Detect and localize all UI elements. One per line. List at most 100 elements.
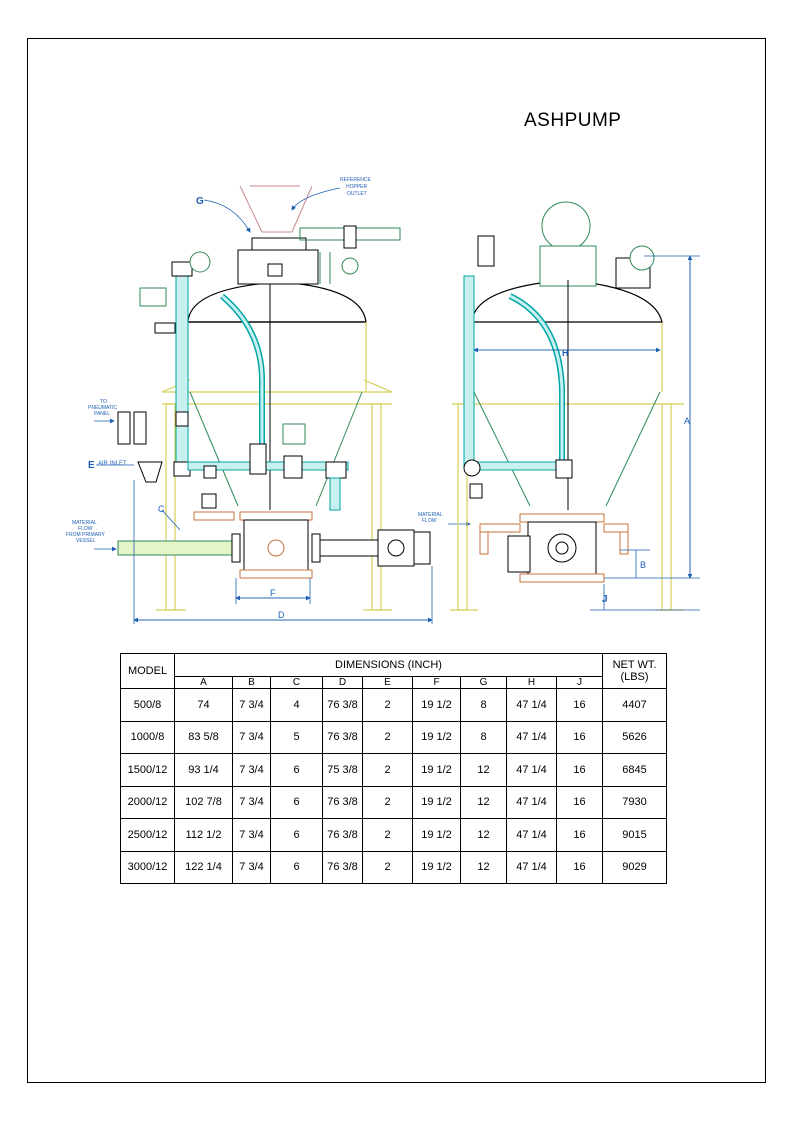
drawing-title: ASHPUMP [524, 110, 622, 131]
col-header-h: H [506, 675, 557, 690]
value-cell: 2 [362, 753, 413, 787]
value-cell: 2 [362, 688, 413, 722]
pneumatic-panel-label-2: PNEUMATIC [88, 405, 117, 411]
value-cell: 12 [460, 850, 507, 884]
value-cell: 19 1/2 [412, 753, 461, 787]
pneumatic-panel-label-3: PANEL [94, 411, 110, 417]
value-cell: 19 1/2 [412, 850, 461, 884]
col-header-g: G [460, 675, 507, 690]
value-cell: 102 7/8 [174, 785, 233, 819]
weight-cell: 4407 [602, 688, 667, 722]
dim-g-label: G [196, 196, 204, 207]
weight-cell: 6845 [602, 753, 667, 787]
model-cell: 1500/12 [120, 753, 175, 787]
value-cell: 12 [460, 753, 507, 787]
left-horizontal-air-line [187, 461, 349, 471]
value-cell: 6 [270, 850, 323, 884]
value-cell: 6 [270, 753, 323, 787]
value-cell: 16 [556, 753, 603, 787]
model-cell: 2000/12 [120, 785, 175, 819]
dimensions-header: DIMENSIONS (INCH) [174, 653, 603, 677]
value-cell: 8 [460, 720, 507, 754]
value-cell: 47 1/4 [506, 850, 557, 884]
value-cell: 12 [460, 785, 507, 819]
value-cell: 76 3/8 [322, 785, 363, 819]
col-header-e: E [362, 675, 413, 690]
right-pump-body [469, 483, 629, 583]
value-cell: 76 3/8 [322, 720, 363, 754]
value-cell: 19 1/2 [412, 720, 461, 754]
reference-hopper [239, 185, 313, 233]
value-cell: 2 [362, 850, 413, 884]
model-cell: 500/8 [120, 688, 175, 722]
left-cone [189, 391, 363, 507]
left-view [117, 185, 431, 611]
value-cell: 5 [270, 720, 323, 754]
right-view [450, 201, 684, 611]
material-flow-in-label-3: FROM PRIMARY [66, 532, 105, 538]
weight-cell: 9029 [602, 850, 667, 884]
table-row: 2500/12 112 1/2 7 3/4 6 76 3/8 2 19 1/2 … [120, 818, 667, 852]
material-flow-in-label-2: FLOW [78, 526, 93, 532]
value-cell: 47 1/4 [506, 688, 557, 722]
value-cell: 8 [460, 688, 507, 722]
material-inlet-pipe [117, 540, 241, 556]
value-cell: 19 1/2 [412, 785, 461, 819]
value-cell: 2 [362, 720, 413, 754]
weight-header-label: NET WT. [612, 659, 657, 671]
dim-c-label: C [158, 504, 165, 514]
value-cell: 47 1/4 [506, 818, 557, 852]
column-letters-row: A B C D E F G H J [121, 675, 667, 690]
value-cell: 7 3/4 [232, 785, 271, 819]
value-cell: 122 1/4 [174, 850, 233, 884]
pneumatic-panel-label-1: TO [100, 399, 107, 405]
value-cell: 76 3/8 [322, 850, 363, 884]
weight-cell: 5626 [602, 720, 667, 754]
reference-hopper-label-1: REFERENCE [340, 177, 372, 183]
reference-hopper-label-2: HOPPER [346, 184, 368, 190]
value-cell: 19 1/2 [412, 688, 461, 722]
dim-b-label: B [640, 560, 646, 570]
dim-a-label: A [684, 416, 690, 426]
value-cell: 6 [270, 818, 323, 852]
table-row: 3000/12 122 1/4 7 3/4 6 76 3/8 2 19 1/2 … [120, 850, 667, 884]
dim-j-label: J [602, 594, 608, 605]
value-cell: 12 [460, 818, 507, 852]
dimensions-table: MODEL DIMENSIONS (INCH) NET WT. (LBS) A … [120, 653, 667, 884]
value-cell: 16 [556, 785, 603, 819]
col-header-j: J [556, 675, 603, 690]
dim-e-label: E [88, 460, 95, 471]
dim-h-label: H [562, 348, 569, 358]
value-cell: 4 [270, 688, 323, 722]
air-inlet-label: AIR INLET [98, 461, 127, 467]
left-dimensions [94, 187, 471, 624]
value-cell: 83 5/8 [174, 720, 233, 754]
table-row: 1000/8 83 5/8 7 3/4 5 76 3/8 2 19 1/2 8 … [120, 720, 667, 754]
value-cell: 19 1/2 [412, 818, 461, 852]
table-row: 1500/12 93 1/4 7 3/4 6 75 3/8 2 19 1/2 1… [120, 753, 667, 787]
col-header-d: D [322, 675, 363, 690]
weight-cell: 9015 [602, 818, 667, 852]
model-cell: 3000/12 [120, 850, 175, 884]
weight-header: NET WT. (LBS) [602, 653, 667, 689]
ashpump-drawing: G E C F D H A B J AIR INLET REFERENCE HO… [66, 177, 700, 624]
col-header-a: A [174, 675, 233, 690]
drawing-frame [27, 38, 766, 1083]
value-cell: 75 3/8 [322, 753, 363, 787]
left-vessel [187, 281, 367, 392]
dim-f-label: F [270, 588, 276, 598]
left-pump-body [239, 511, 313, 579]
value-cell: 16 [556, 688, 603, 722]
col-header-f: F [412, 675, 461, 690]
value-cell: 6 [270, 785, 323, 819]
value-cell: 47 1/4 [506, 785, 557, 819]
value-cell: 47 1/4 [506, 753, 557, 787]
model-cell: 2500/12 [120, 818, 175, 852]
top-valve-box [237, 227, 401, 285]
value-cell: 74 [174, 688, 233, 722]
model-cell: 1000/8 [120, 720, 175, 754]
material-flow-out-label-2: FLOW [422, 518, 437, 524]
value-cell: 16 [556, 850, 603, 884]
material-flow-in-label-4: VESSEL [76, 538, 96, 544]
value-cell: 7 3/4 [232, 753, 271, 787]
